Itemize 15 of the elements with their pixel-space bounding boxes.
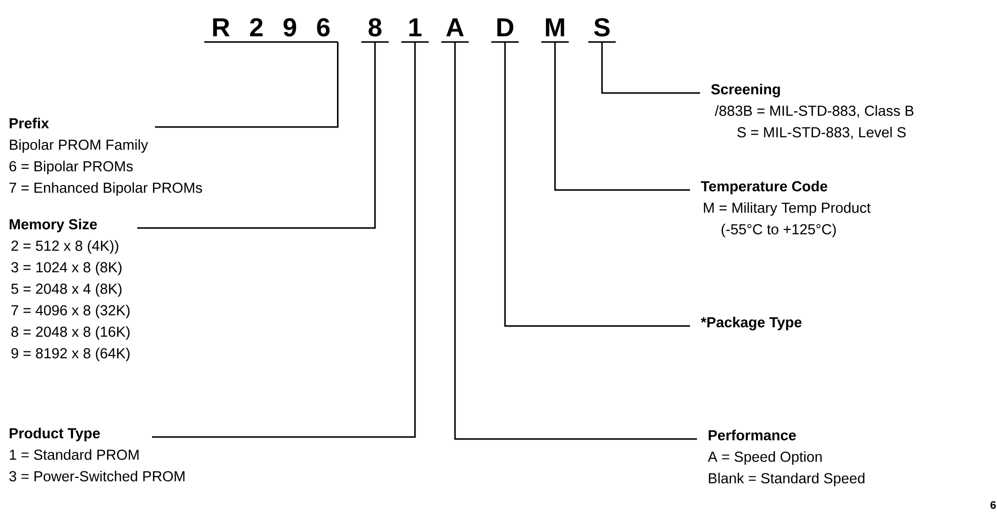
- description-text: Performance A = Speed Option Blank = Standard Speed: [708, 430, 864, 486]
- description-text: Memory Size 2 = 512 x 8 (4K)) 3 = 1024 x 8 (8K) 5 = 2048 x 4 (8K) 7 = 4096 x 8 (32K) 8 = 2048 x 8 (16K) 9 = 8192 x 8 (64K): [10, 218, 130, 362]
- code-letter: A: [441, 18, 469, 43]
- code-letter: M: [541, 18, 569, 43]
- code-letter: D: [491, 18, 519, 43]
- code-letter: 1: [401, 18, 429, 43]
- description-text: Product Type 1 = Standard PROM 3 = Power-Switched PROM: [9, 428, 184, 482]
- code-letter: 8: [361, 18, 389, 43]
- description-text: Temperature Code M = Military Temp Product (-55°C to +125°C): [700, 180, 871, 238]
- description-text: Screening /883B = MIL-STD-883, Class B S = MIL-STD-883, Level S: [711, 84, 914, 140]
- description-text: Prefix Bipolar PROM Family 6 = Bipolar PROMs 7 = Enhanced Bipolar PROMs: [10, 118, 202, 196]
- code-letter: R 2 9 6: [204, 18, 338, 43]
- description-text: *Package Type: [700, 316, 802, 330]
- page-number: 6: [990, 501, 996, 509]
- code-letter: S: [588, 18, 616, 43]
